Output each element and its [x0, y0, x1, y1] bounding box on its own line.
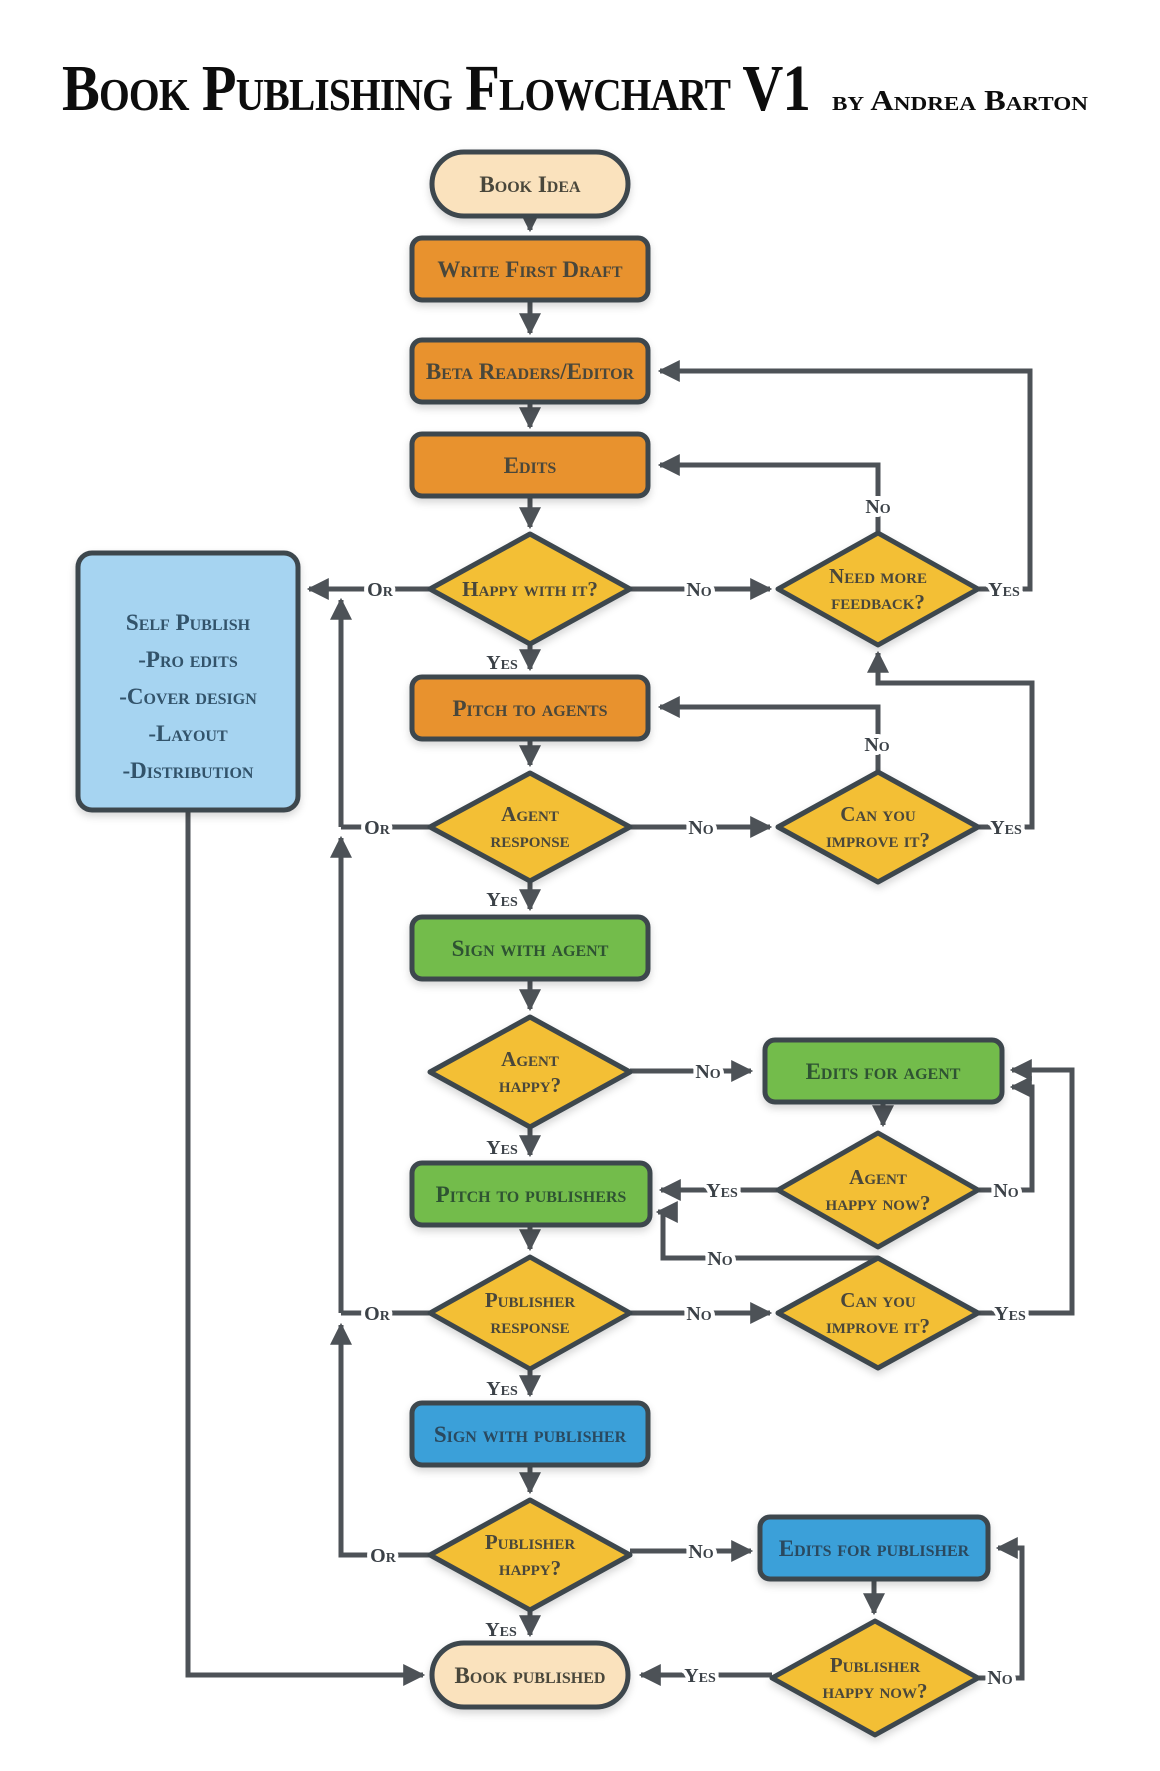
node-can-you-improve-2	[775, 1255, 981, 1371]
node-can-you-improve-2-line1: Can you	[840, 1288, 916, 1312]
node-agent-happy-now-line2: happy now?	[826, 1191, 931, 1215]
node-publisher-response	[427, 1254, 633, 1372]
node-happy-with-it	[427, 531, 633, 647]
label-no-improve1: No	[864, 734, 889, 756]
node-self-publish-line5: -Distribution	[123, 758, 254, 783]
label-no-pubhappy: No	[688, 1541, 713, 1563]
node-need-more-feedback-line2: feedback?	[831, 590, 925, 614]
node-publisher-happy-line1: Publisher	[485, 1530, 576, 1554]
node-can-you-improve-1	[775, 769, 981, 885]
label-no-agentresponse: No	[688, 817, 713, 839]
node-agent-happy-line1: Agent	[501, 1047, 559, 1071]
node-sign-with-agent	[409, 914, 651, 982]
label-or-happy: Or	[367, 579, 394, 601]
label-no-happy: No	[686, 579, 711, 601]
node-pitch-to-publishers	[409, 1160, 653, 1228]
node-agent-happy-now	[775, 1130, 981, 1250]
node-publisher-response-line2: response	[490, 1314, 569, 1338]
node-beta-readers-label: Beta Readers/Editor	[426, 359, 635, 384]
node-sign-with-publisher	[409, 1400, 651, 1468]
node-write-first-draft-label: Write First Draft	[437, 257, 623, 282]
page-title: Book Publishing Flowchart V1	[62, 52, 810, 125]
node-sign-with-publisher-label: Sign with publisher	[434, 1422, 627, 1447]
label-no-feedback: No	[865, 496, 890, 518]
node-book-published-label: Book published	[455, 1663, 606, 1688]
edge-improve2-no-to-pitchpub	[655, 1200, 878, 1261]
node-can-you-improve-1-line1: Can you	[840, 802, 916, 826]
label-or-pubresponse: Or	[364, 1303, 391, 1325]
node-can-you-improve-2-line2: improve it?	[826, 1314, 930, 1338]
label-yes-pubhappy: Yes	[485, 1619, 517, 1641]
label-yes-agentresponse: Yes	[486, 889, 518, 911]
edges	[185, 210, 1075, 1687]
node-agent-happy-now-line1: Agent	[849, 1165, 907, 1189]
label-yes-agenthappynow: Yes	[706, 1180, 738, 1202]
label-or-pubhappy: Or	[370, 1545, 397, 1567]
node-self-publish-line2: -Pro edits	[138, 647, 238, 672]
node-book-idea-label: Book Idea	[479, 172, 581, 197]
page-byline: by Andrea Barton	[832, 86, 1089, 117]
node-edits-for-agent-label: Edits for agent	[806, 1059, 961, 1084]
node-need-more-feedback-line1: Need more	[829, 564, 927, 588]
edge-agenthappynow-no-to-editsagent	[978, 1075, 1035, 1193]
node-beta-readers	[409, 337, 651, 405]
label-no-improve2: No	[707, 1248, 732, 1270]
node-need-more-feedback	[775, 530, 981, 648]
edge-feedback-yes-to-beta	[657, 359, 1033, 592]
edge-pubhappy-or-trunk	[329, 1322, 430, 1558]
node-pitch-to-agents-label: Pitch to agents	[452, 696, 607, 721]
node-book-published	[429, 1640, 631, 1710]
node-self-publish	[75, 550, 301, 813]
label-no-agenthappy: No	[695, 1061, 720, 1083]
label-yes-pubresponse: Yes	[486, 1378, 518, 1400]
edge-improve2-yes-to-editsagent	[978, 1058, 1075, 1316]
label-yes-improve2: Yes	[994, 1303, 1026, 1325]
label-yes-improve1: Yes	[990, 817, 1022, 839]
node-agent-happy	[427, 1014, 633, 1130]
node-publisher-happy-now-line2: happy now?	[823, 1679, 928, 1703]
node-edits-for-agent	[762, 1037, 1005, 1105]
label-no-agenthappynow: No	[993, 1180, 1018, 1202]
label-yes-pubhappynow: Yes	[684, 1665, 716, 1687]
node-pitch-to-publishers-label: Pitch to publishers	[436, 1182, 627, 1207]
node-self-publish-line3: -Cover design	[119, 684, 257, 709]
node-edits-label: Edits	[504, 453, 557, 478]
node-agent-response	[427, 770, 633, 884]
label-no-pubhappynow: No	[987, 1667, 1012, 1689]
node-can-you-improve-1-line2: improve it?	[826, 828, 930, 852]
node-publisher-happy	[427, 1497, 633, 1613]
edge-improve1-no-to-pitchagents	[657, 695, 881, 772]
node-edits-for-publisher-label: Edits for publisher	[779, 1536, 970, 1561]
node-publisher-happy-now	[769, 1618, 981, 1738]
edge-pubhappynow-no-to-editspub	[978, 1536, 1025, 1681]
nodes: Book Idea Write First Draft Beta Readers…	[75, 149, 1005, 1738]
node-agent-response-line2: response	[490, 828, 569, 852]
node-publisher-happy-line2: happy?	[499, 1556, 561, 1580]
node-publisher-response-line1: Publisher	[485, 1288, 576, 1312]
node-sign-with-agent-label: Sign with agent	[452, 936, 609, 961]
node-edits	[409, 431, 651, 499]
label-yes-feedback: Yes	[988, 579, 1020, 601]
edge-feedback-no-to-edits	[657, 453, 881, 533]
node-agent-response-line1: Agent	[501, 802, 559, 826]
label-no-pubresponse: No	[686, 1303, 711, 1325]
node-edits-for-publisher	[757, 1514, 991, 1582]
node-pitch-to-agents	[409, 674, 651, 742]
node-happy-with-it-label: Happy with it?	[462, 577, 598, 601]
node-self-publish-line4: -Layout	[148, 721, 228, 746]
edge-labels: Yes Yes Yes Yes Yes No No Yes No No Yes …	[360, 492, 1030, 1693]
node-book-idea	[429, 149, 631, 219]
node-agent-happy-line2: happy?	[499, 1073, 561, 1097]
node-publisher-happy-now-line1: Publisher	[830, 1653, 921, 1677]
label-or-agentresponse: Or	[364, 817, 391, 839]
node-self-publish-line1: Self Publish	[126, 610, 251, 635]
label-yes-happy: Yes	[486, 652, 518, 674]
node-write-first-draft	[409, 235, 651, 303]
label-yes-agenthappy: Yes	[486, 1137, 518, 1159]
edge-selfpublish-to-published	[185, 810, 426, 1687]
edge-improve1-yes-to-feedback	[866, 650, 1035, 830]
